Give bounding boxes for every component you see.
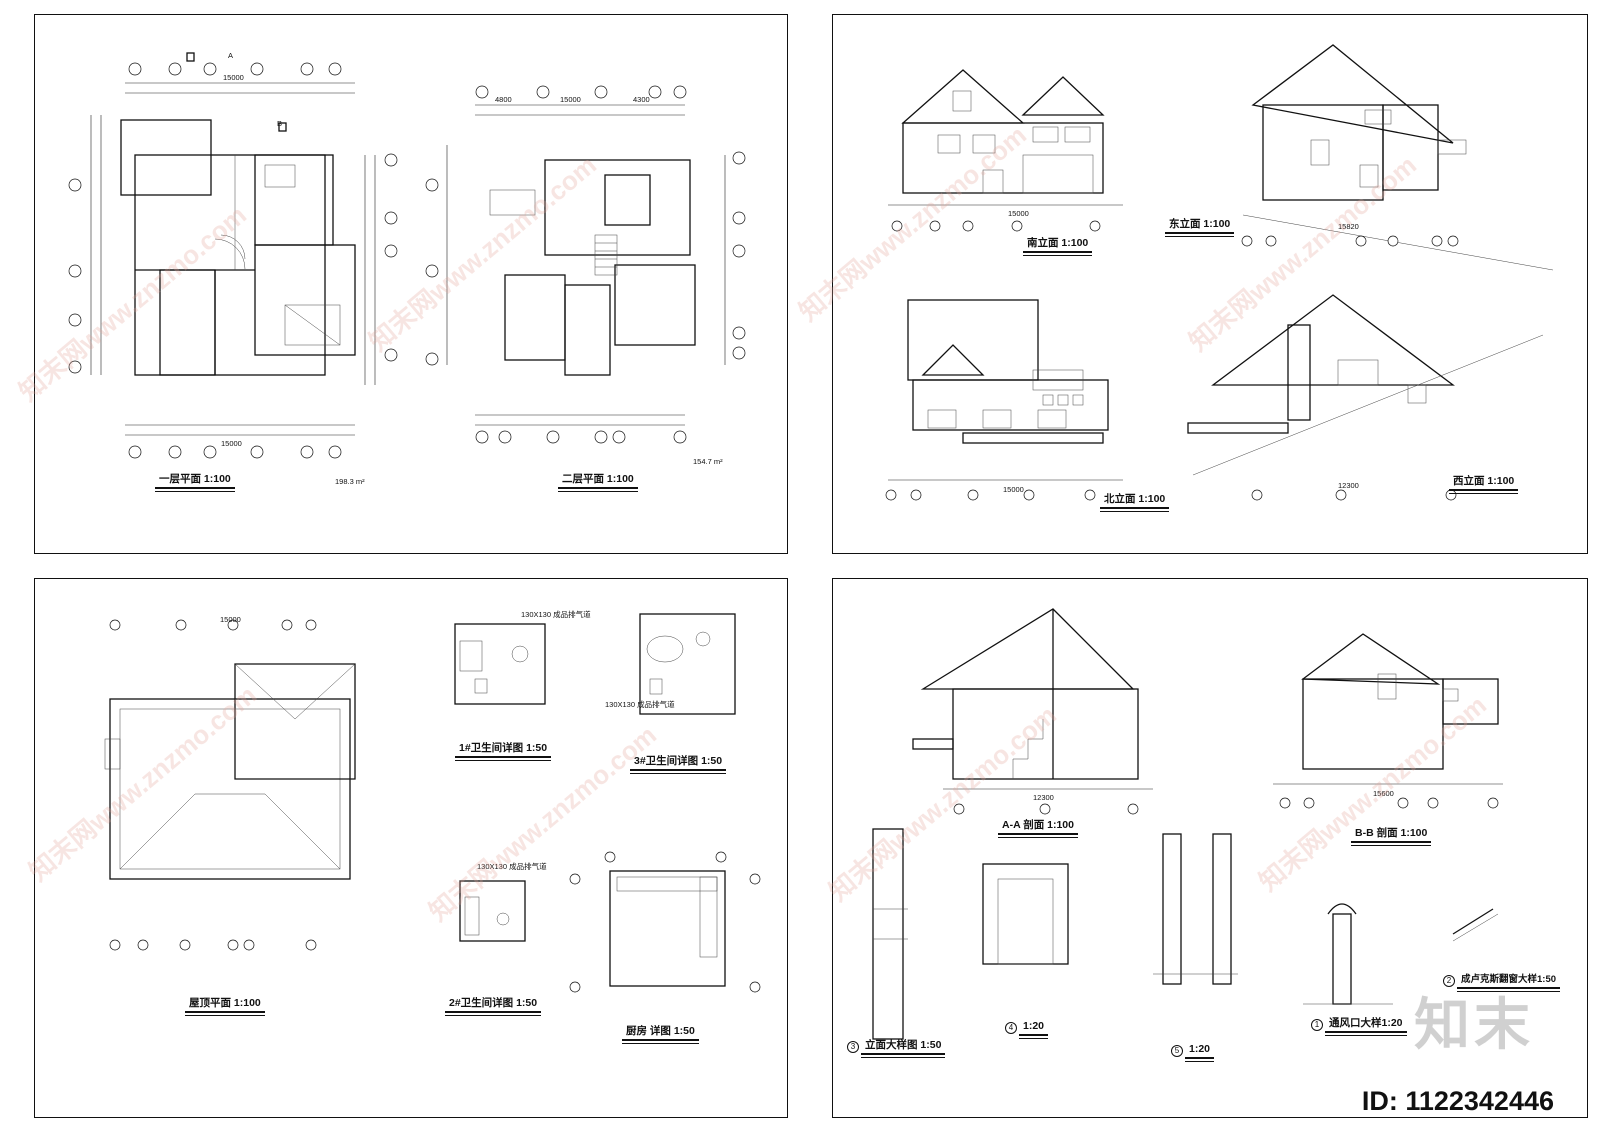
sheet-sections-details: 12300 15600 A-A 剖面 1:100 B-B 剖面 1:100 3 … (832, 578, 1588, 1118)
title-elevation-detail: 立面大样图 1:50 (861, 1039, 946, 1058)
dim-total-top: 15000 (223, 73, 244, 82)
title-section-a-a: A-A 剖面 1:100 (998, 819, 1078, 838)
detail-4 (982, 863, 1069, 965)
window-detail-2 (1452, 908, 1499, 942)
dim-east-total: 15820 (1338, 222, 1359, 231)
title-vent-detail: 通风口大样1:20 (1325, 1017, 1407, 1036)
roof-and-details-drawing (104, 613, 761, 993)
bath3-detail (639, 613, 736, 715)
detail-number-4: 4 (1005, 1022, 1017, 1034)
section-a-a (912, 608, 1153, 815)
elevation-detail-3 (872, 828, 908, 1040)
vent-note-bath3: 130X130 成品排气道 (605, 700, 675, 709)
first-floor-plan (68, 52, 398, 459)
dim-total-bottom: 15000 (221, 439, 242, 448)
dim-south-total: 15000 (1008, 209, 1029, 218)
vent-detail-1 (1303, 903, 1393, 1005)
sheet-floor-plans: A B 15000 15000 15000 4800 4300 一层平面 1:1… (34, 14, 788, 554)
title-bath2: 2#卫生间详图 1:50 (445, 997, 542, 1016)
section-mark-a-top: A (228, 51, 234, 60)
north-elevation (885, 299, 1123, 501)
kitchen-detail (569, 851, 761, 993)
dim-total-second: 15000 (560, 95, 581, 104)
dim-north-total: 15000 (1003, 485, 1024, 494)
title-window-detail: 成卢克斯翻窗大样1:50 (1457, 973, 1561, 992)
section-b-b (1273, 633, 1503, 809)
floor-plans-drawing (68, 52, 746, 459)
detail-number-5: 5 (1171, 1045, 1183, 1057)
detail-number-3: 3 (847, 1041, 859, 1053)
east-elevation (1241, 44, 1554, 271)
vent-note-bath1: 130X130 成品排气道 (521, 610, 591, 619)
roof-plan (104, 619, 356, 951)
title-first-floor-plan: 一层平面 1:100 (155, 473, 235, 492)
sheet-roof-and-details: 15000 130X130 成品排气道 130X130 成品排气道 130X13… (34, 578, 788, 1118)
detail-5 (1153, 833, 1238, 985)
title-bath3: 3#卫生间详图 1:50 (630, 755, 727, 774)
title-detail-5: 1:20 (1185, 1043, 1215, 1062)
dim-4800: 4800 (495, 95, 512, 104)
title-kitchen: 厨房 详图 1:50 (622, 1025, 699, 1044)
area-first-floor: 198.3 m² (335, 477, 365, 486)
sections-drawing (872, 608, 1503, 1040)
west-elevation (1187, 294, 1544, 501)
title-detail-4: 1:20 (1019, 1020, 1049, 1039)
title-roof-plan: 屋顶平面 1:100 (185, 997, 265, 1016)
area-second-floor: 154.7 m² (693, 457, 723, 466)
title-east-elevation: 东立面 1:100 (1165, 218, 1235, 237)
title-north-elevation: 北立面 1:100 (1100, 493, 1170, 512)
dim-roof-total: 15000 (220, 615, 241, 624)
dim-4300: 4300 (633, 95, 650, 104)
south-elevation (888, 69, 1123, 232)
bath1-detail (454, 623, 546, 705)
dim-a-total: 12300 (1033, 793, 1054, 802)
second-floor-plan (425, 85, 746, 444)
title-west-elevation: 西立面 1:100 (1449, 475, 1519, 494)
vent-note-bath2: 130X130 成品排气道 (477, 862, 547, 871)
dim-b-total: 15600 (1373, 789, 1394, 798)
elevations-drawing (885, 44, 1554, 501)
dim-west-total: 12300 (1338, 481, 1359, 490)
title-second-floor-plan: 二层平面 1:100 (558, 473, 638, 492)
detail-number-2: 2 (1443, 975, 1455, 987)
section-mark-b: B (277, 119, 283, 128)
watermark-logo: 知末 (1414, 992, 1534, 1058)
title-bath1: 1#卫生间详图 1:50 (455, 742, 552, 761)
detail-number-1: 1 (1311, 1019, 1323, 1031)
title-section-b-b: B-B 剖面 1:100 (1351, 827, 1432, 846)
sheet-elevations: 15000 15820 15000 12300 南立面 1:100 东立面 1:… (832, 14, 1588, 554)
bath2-detail (459, 880, 526, 942)
id-label: ID: 1122342446 (1357, 1086, 1558, 1117)
title-south-elevation: 南立面 1:100 (1023, 237, 1093, 256)
